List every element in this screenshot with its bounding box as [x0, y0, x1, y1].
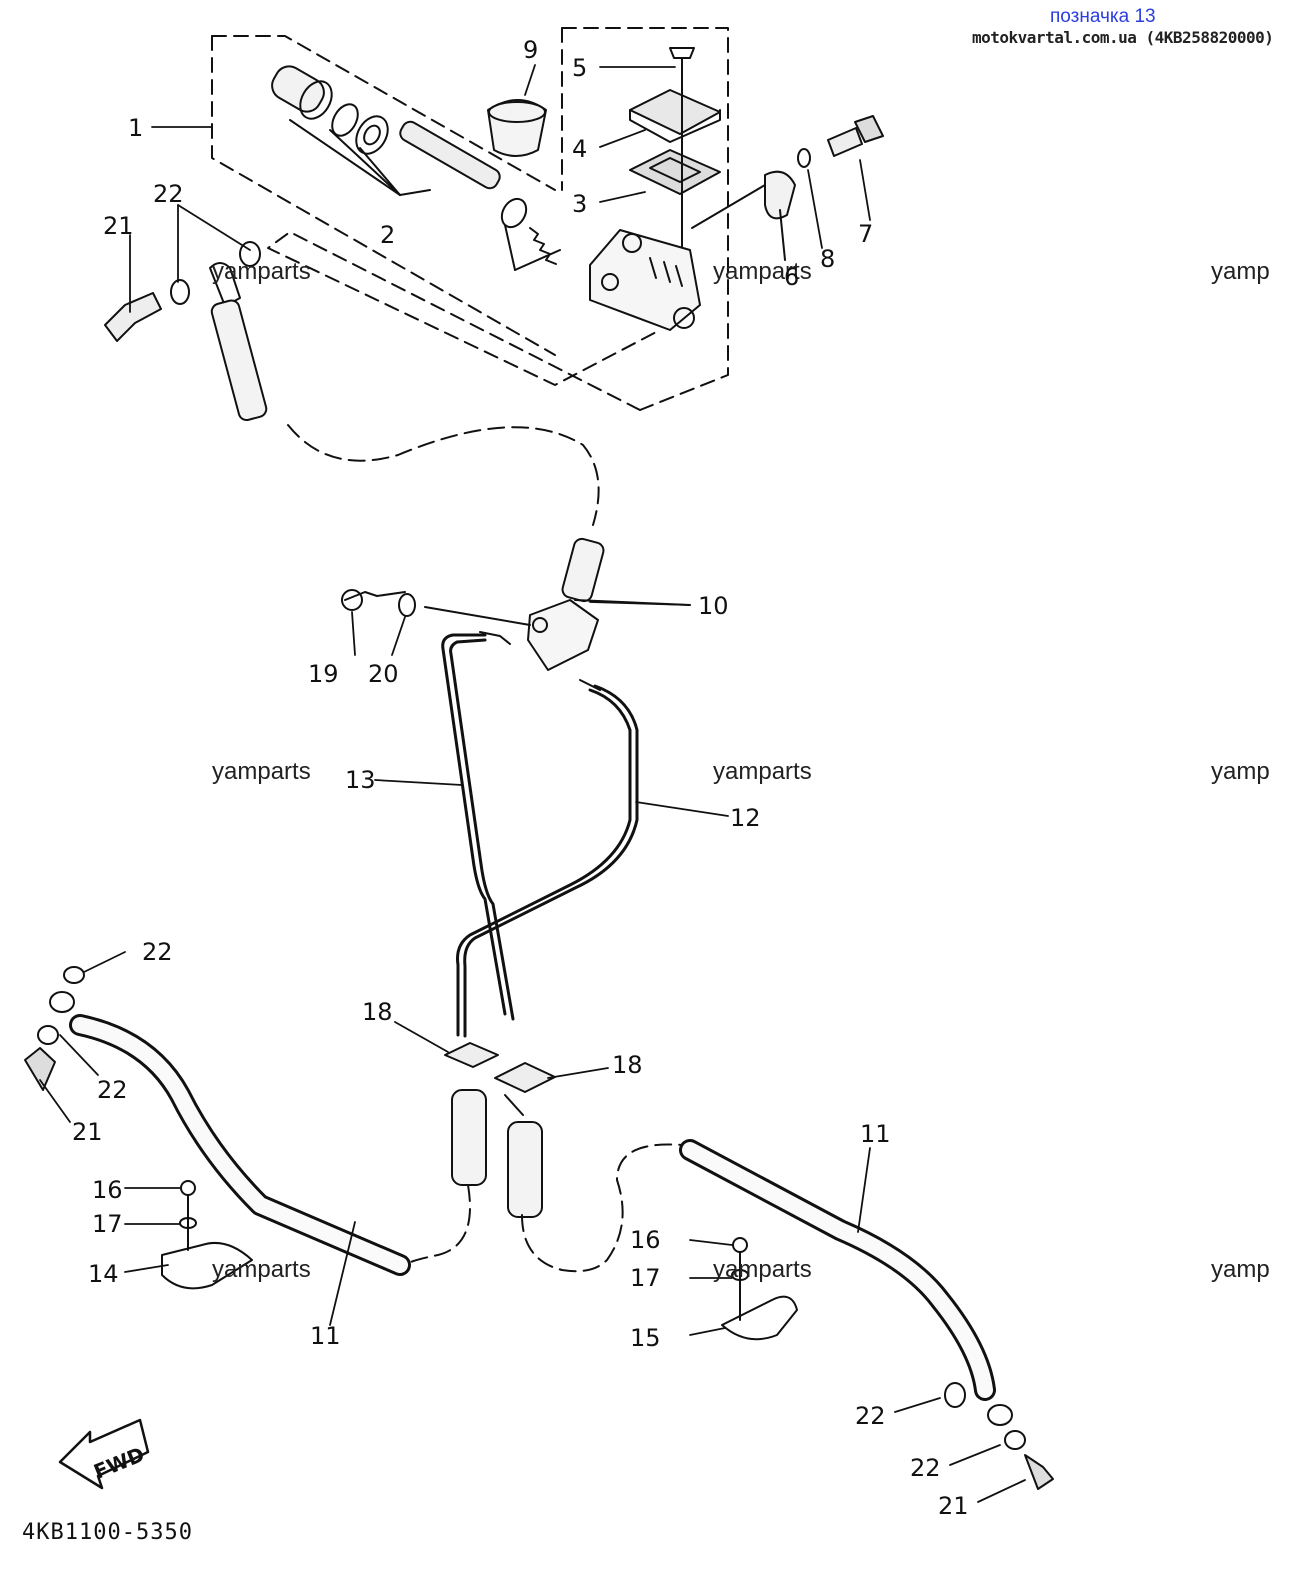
callout-16-right: 16 — [630, 1226, 661, 1254]
callout-18-right: 18 — [612, 1051, 643, 1079]
callout-22-left-upper: 22 — [142, 938, 173, 966]
callout-22-left-lower: 22 — [97, 1076, 128, 1104]
callout-22-right-upper: 22 — [855, 1402, 886, 1430]
callout-21-top: 21 — [103, 212, 134, 240]
callout-5: 5 — [572, 54, 588, 82]
callout-4: 4 — [572, 135, 588, 163]
watermark: yamp — [1211, 758, 1270, 785]
callout-15: 15 — [630, 1324, 661, 1352]
leader-lines — [39, 64, 1026, 1503]
watermark: yamparts — [713, 1256, 812, 1283]
callout-6: 6 — [784, 263, 800, 291]
callout-9: 9 — [523, 36, 539, 64]
callout-3: 3 — [572, 190, 588, 218]
center-hose-fittings — [407, 1089, 683, 1273]
fwd-arrow-icon — [58, 1418, 150, 1490]
upper-hose-route — [287, 424, 600, 526]
callout-12: 12 — [730, 804, 761, 832]
reservoir-cap — [487, 47, 721, 266]
diagram-code: 4KB1100-5350 — [22, 1520, 193, 1545]
watermark: yamp — [1211, 258, 1270, 285]
callout-11-left: 11 — [310, 1322, 341, 1350]
callout-2: 2 — [380, 221, 396, 249]
callout-19: 19 — [308, 660, 339, 688]
callout-1: 1 — [128, 114, 144, 142]
watermark: yamparts — [212, 258, 311, 285]
fwd-label: FWD — [90, 1442, 148, 1484]
callout-13: 13 — [345, 766, 376, 794]
watermark: yamparts — [713, 758, 812, 785]
callout-10: 10 — [698, 592, 729, 620]
right-lower-hose — [679, 1139, 1054, 1490]
bracket-clamp — [691, 115, 884, 261]
watermark: yamparts — [212, 758, 311, 785]
watermark: yamparts — [212, 1256, 311, 1283]
callout-18-left: 18 — [362, 998, 393, 1026]
left-lower-hose — [24, 966, 411, 1290]
master-cylinder-body — [589, 229, 701, 331]
callout-21-left: 21 — [72, 1118, 103, 1146]
hose-clips — [444, 1042, 556, 1116]
callout-14: 14 — [88, 1260, 119, 1288]
callout-16-left: 16 — [92, 1176, 123, 1204]
callout-11-right: 11 — [860, 1120, 891, 1148]
watermark: yamp — [1211, 1256, 1270, 1283]
callout-17-left: 17 — [92, 1210, 123, 1238]
callout-20: 20 — [368, 660, 399, 688]
master-cylinder-kit-outline — [211, 27, 729, 411]
upper-banjo-fitting — [104, 241, 268, 422]
fwd-text: FWD — [90, 1442, 148, 1484]
callout-7: 7 — [858, 220, 874, 248]
brake-lines — [441, 633, 639, 1038]
page-badge: позначка 13 — [1050, 6, 1156, 27]
watermark: yamparts — [713, 258, 812, 285]
source-caption: motokvartal.com.ua (4KB258820000) — [972, 28, 1274, 47]
callout-8: 8 — [820, 245, 836, 273]
callout-21-right: 21 — [938, 1492, 969, 1520]
callout-22-top: 22 — [153, 180, 184, 208]
callout-22-right-lower: 22 — [910, 1454, 941, 1482]
callout-17-right: 17 — [630, 1264, 661, 1292]
piston-kit — [271, 65, 561, 271]
brake-junction — [341, 537, 691, 691]
